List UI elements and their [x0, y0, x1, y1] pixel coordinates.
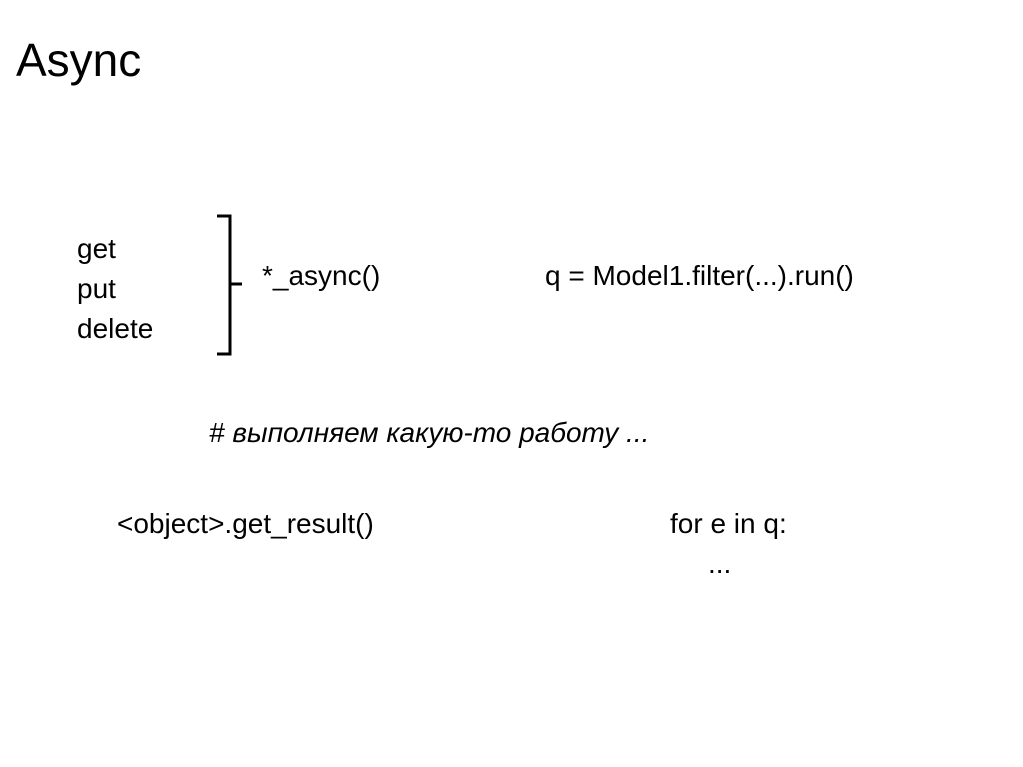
query-code: q = Model1.filter(...).run(): [545, 260, 854, 291]
method-list: get put delete: [77, 229, 153, 349]
get-result-code: <object>.get_result(): [117, 508, 374, 539]
work-comment: # выполняем какую-то работу ...: [209, 417, 650, 448]
async-method-label: *_async(): [262, 260, 381, 291]
loop-body: ...: [708, 548, 732, 579]
method-get: get: [77, 233, 116, 264]
brace-shape: [217, 214, 232, 356]
method-put: put: [77, 273, 116, 304]
slide-title: Async: [16, 34, 142, 86]
method-delete: delete: [77, 313, 154, 344]
right-brace-icon: [217, 214, 242, 356]
loop-code: for e in q:: [670, 508, 787, 539]
